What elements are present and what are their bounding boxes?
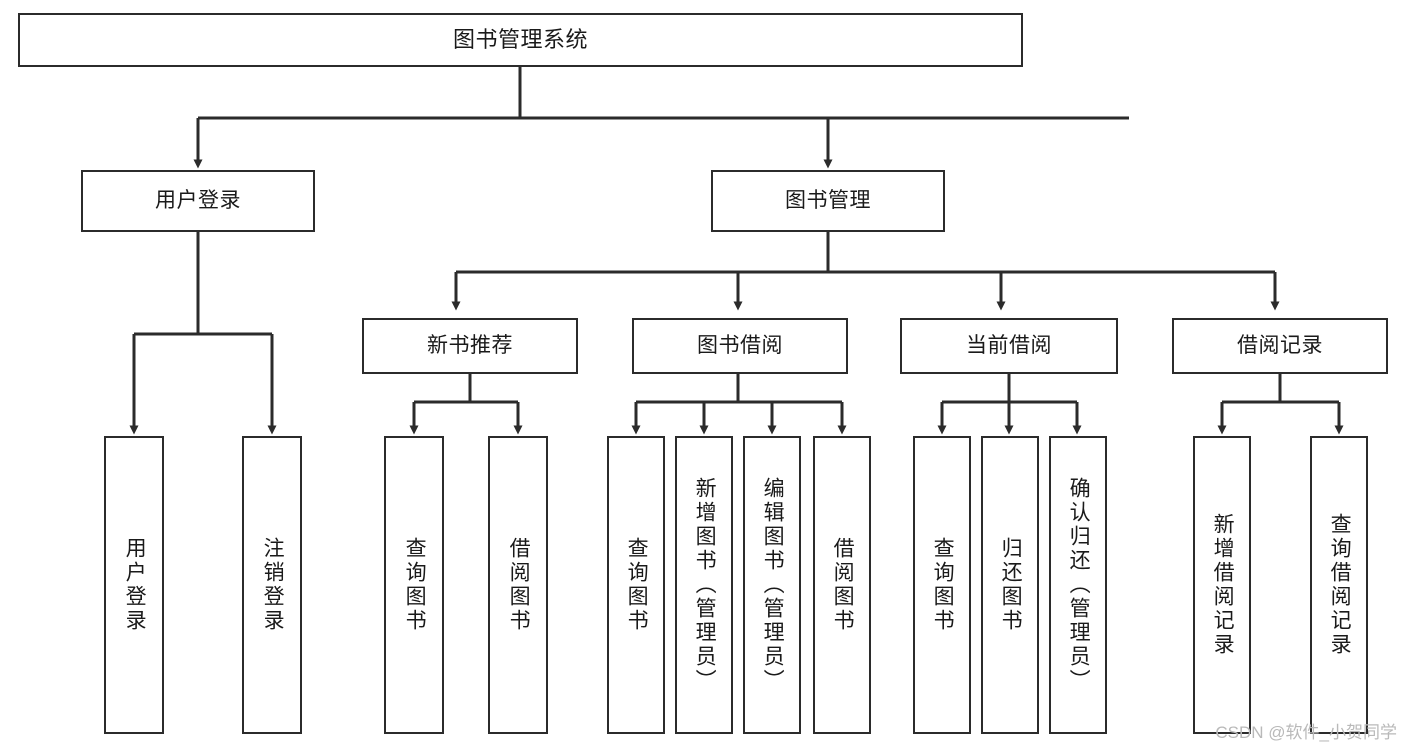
node-leaf-query-borrow-record[interactable]: 查询借阅记录 <box>1310 436 1368 734</box>
node-leaf-query-book-current[interactable]: 查询图书 <box>913 436 971 734</box>
node-leaf-edit-book-admin[interactable]: 编辑图书（管理员） <box>743 436 801 734</box>
node-label: 确认归还（管理员） <box>1067 477 1091 693</box>
node-leaf-add-borrow-record[interactable]: 新增借阅记录 <box>1193 436 1251 734</box>
node-label: 编辑图书（管理员） <box>761 477 785 693</box>
node-label: 用户登录 <box>155 188 241 212</box>
node-new-book-recommend[interactable]: 新书推荐 <box>362 318 578 374</box>
node-label: 借阅图书 <box>831 537 855 633</box>
node-label: 查询图书 <box>403 537 427 633</box>
node-user-login[interactable]: 用户登录 <box>81 170 315 232</box>
node-label: 用户登录 <box>123 537 147 633</box>
node-label: 查询图书 <box>931 537 955 633</box>
node-root-system[interactable]: 图书管理系统 <box>18 13 1023 67</box>
node-leaf-query-book-recommend[interactable]: 查询图书 <box>384 436 444 734</box>
node-book-borrow[interactable]: 图书借阅 <box>632 318 848 374</box>
node-label: 新增图书（管理员） <box>693 477 717 693</box>
node-leaf-borrow-book[interactable]: 借阅图书 <box>813 436 871 734</box>
node-current-borrow[interactable]: 当前借阅 <box>900 318 1118 374</box>
node-leaf-logout[interactable]: 注销登录 <box>242 436 302 734</box>
node-label: 当前借阅 <box>966 333 1052 357</box>
node-borrow-records[interactable]: 借阅记录 <box>1172 318 1388 374</box>
node-leaf-borrow-book-recommend[interactable]: 借阅图书 <box>488 436 548 734</box>
node-leaf-user-login[interactable]: 用户登录 <box>104 436 164 734</box>
node-leaf-query-book[interactable]: 查询图书 <box>607 436 665 734</box>
node-leaf-return-book[interactable]: 归还图书 <box>981 436 1039 734</box>
node-label: 图书管理 <box>785 188 871 212</box>
node-leaf-add-book-admin[interactable]: 新增图书（管理员） <box>675 436 733 734</box>
node-label: 查询借阅记录 <box>1328 513 1352 657</box>
node-label: 新书推荐 <box>427 333 513 357</box>
node-label: 借阅图书 <box>507 537 531 633</box>
node-leaf-confirm-return-admin[interactable]: 确认归还（管理员） <box>1049 436 1107 734</box>
node-label: 图书借阅 <box>697 333 783 357</box>
node-book-management[interactable]: 图书管理 <box>711 170 945 232</box>
node-label: 借阅记录 <box>1237 333 1323 357</box>
node-label: 归还图书 <box>999 537 1023 633</box>
watermark: CSDN @软件_小贺同学 <box>1215 723 1397 742</box>
node-label: 查询图书 <box>625 537 649 633</box>
node-label: 图书管理系统 <box>452 27 588 53</box>
node-label: 注销登录 <box>261 537 285 633</box>
node-label: 新增借阅记录 <box>1211 513 1235 657</box>
